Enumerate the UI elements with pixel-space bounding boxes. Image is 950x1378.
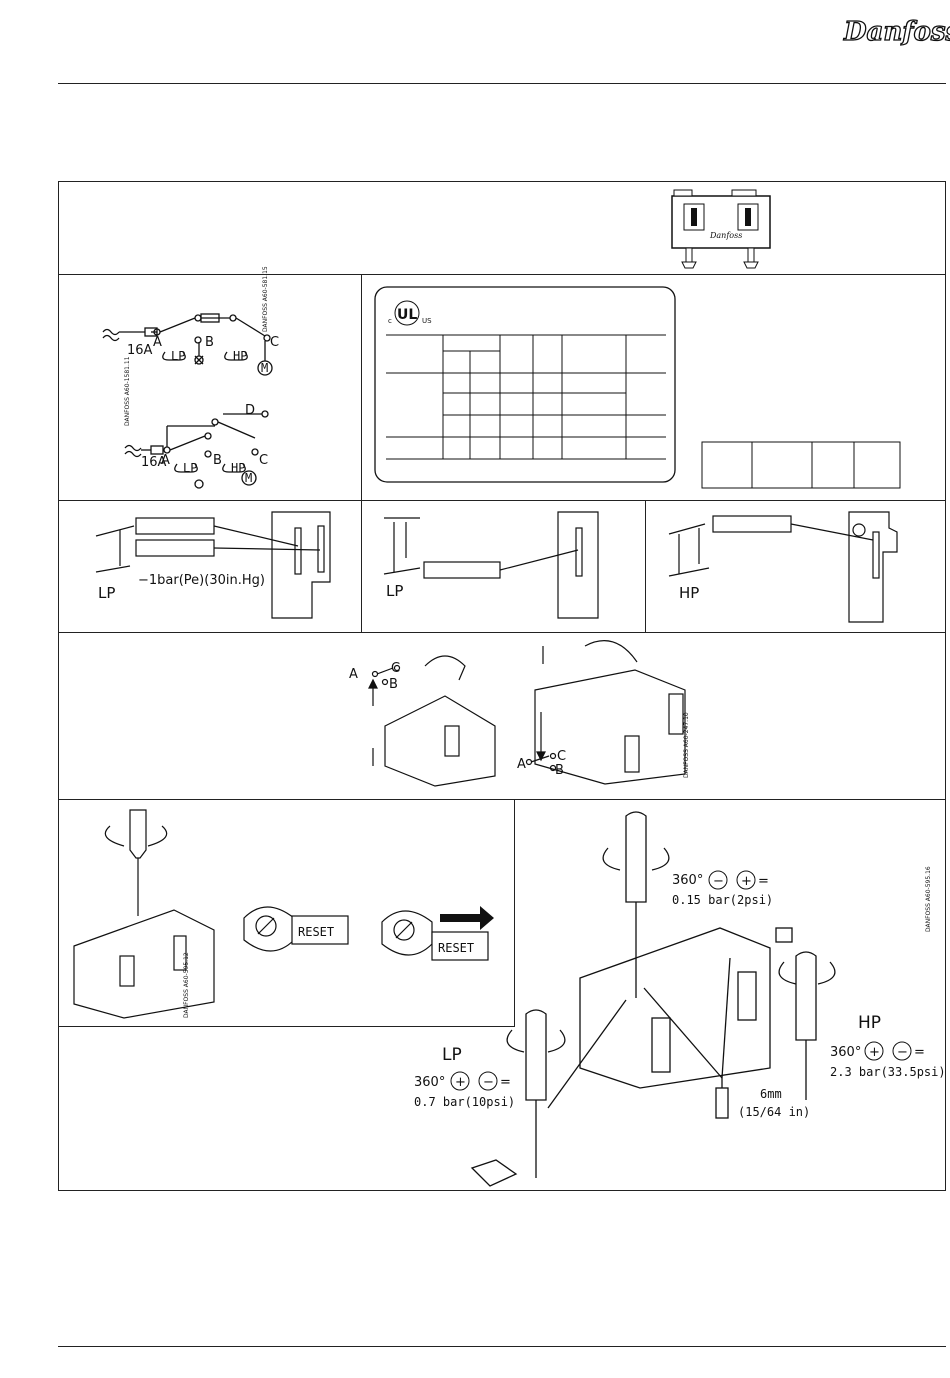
diagram-code-1: DANFOSS A60-581.15	[262, 266, 269, 332]
reset-illustration: RESET RESET DANFOSS A60-595.12	[73, 809, 494, 1019]
terminal-b: B	[205, 335, 214, 350]
center-plus: +	[741, 874, 752, 889]
col-divider-4	[514, 799, 515, 1027]
diagram-code-2: DANFOSS A60-1581.11	[124, 356, 131, 426]
vacuum-note: −1bar(Pe)(30in.Hg)	[138, 573, 265, 588]
ul-logo: UL	[397, 307, 417, 323]
terminal-c: C	[270, 335, 279, 350]
row-divider-2	[59, 500, 945, 501]
reset-button-label: RESET	[298, 925, 334, 939]
ul-rating-table: UL c US	[374, 286, 676, 483]
header-rule	[58, 83, 946, 84]
tool-size-in: (15/64 in)	[738, 1105, 810, 1119]
hp-switch-label: HP	[233, 349, 247, 363]
hp-plus: +	[869, 1045, 880, 1060]
adjustment-illustration: 360° − + = 0.15 bar(2psi) LP 360° + − = …	[414, 811, 946, 1187]
fuse-label-2: 16A	[141, 455, 167, 470]
lp-setting-diagram: LP −1bar(Pe)(30in.Hg)	[95, 511, 331, 619]
lp-adjust-label: LP	[442, 1045, 462, 1065]
hp-minus: −	[897, 1045, 908, 1060]
hp-differential-diagram: HP	[668, 511, 898, 623]
ul-c: c	[388, 317, 392, 325]
danfoss-logo: Danfoss	[842, 16, 950, 47]
test-terminal-c: C	[391, 661, 400, 676]
center-equals: =	[758, 874, 769, 889]
terminal-b-2: B	[213, 453, 222, 468]
terminal-a-2: A	[161, 453, 170, 468]
lp-plus: +	[455, 1075, 466, 1090]
product-illustration: Danfoss	[671, 189, 771, 269]
lp-switch-label: LP	[171, 349, 185, 363]
col-divider-1	[361, 274, 362, 500]
adjust-code: DANFOSS A60-595.16	[925, 866, 932, 932]
lp-differential-diagram: LP	[383, 511, 599, 619]
center-turn: 360°	[672, 873, 703, 888]
lp-label-2: LP	[386, 582, 403, 600]
hp-label-1: HP	[679, 584, 699, 602]
row-divider-4	[59, 799, 945, 800]
lp-equals: =	[500, 1075, 511, 1090]
logo-text: Danfoss	[843, 17, 950, 47]
manual-test-illustration: A C B A C B DANFOSS A60-247.10	[349, 640, 690, 787]
lp-minus: −	[483, 1075, 494, 1090]
terminal-a: A	[153, 335, 162, 350]
row-divider-3	[59, 632, 945, 633]
test-terminal-a: A	[349, 667, 358, 682]
hp-equals: =	[914, 1045, 925, 1060]
row-divider-1	[59, 274, 945, 275]
hp-turn: 360°	[830, 1045, 861, 1060]
terminal-c-2: C	[259, 453, 268, 468]
row-divider-5	[59, 1026, 515, 1027]
col-divider-2	[361, 500, 362, 632]
lp-switch-label-2: LP	[183, 461, 197, 475]
reset-button-label-2: RESET	[438, 941, 474, 955]
center-minus: −	[713, 874, 724, 889]
hp-switch-label-2: HP	[231, 461, 245, 475]
reset-code: DANFOSS A60-595.12	[183, 952, 190, 1018]
terminal-d: D	[245, 403, 255, 418]
motor-label-2: M	[245, 471, 252, 485]
ul-us: US	[422, 317, 432, 325]
lp-value: 0.7 bar(10psi)	[414, 1095, 515, 1109]
test-code: DANFOSS A60-247.10	[683, 712, 690, 778]
hp-adjust-label: HP	[858, 1013, 881, 1033]
wiring-diagram: 16A A B C LP HP M 16A A B C D LP HP M DA…	[102, 266, 279, 489]
test-terminal-a-2: A	[517, 757, 526, 772]
small-table	[701, 441, 901, 489]
footer-rule	[58, 1346, 946, 1347]
fuse-label: 16A	[127, 343, 153, 358]
center-value: 0.15 bar(2psi)	[672, 893, 773, 907]
instruction-frame	[58, 181, 946, 1191]
test-terminal-c-2: C	[557, 749, 566, 764]
product-logo: Danfoss	[709, 231, 742, 240]
col-divider-3	[645, 500, 646, 632]
test-terminal-b: B	[389, 677, 398, 692]
motor-label: M	[261, 361, 268, 375]
hp-value: 2.3 bar(33.5psi)	[830, 1065, 946, 1079]
tool-size: 6mm	[760, 1087, 782, 1101]
lp-turn: 360°	[414, 1075, 445, 1090]
lp-label-1: LP	[98, 584, 115, 602]
test-terminal-b-2: B	[555, 763, 564, 778]
